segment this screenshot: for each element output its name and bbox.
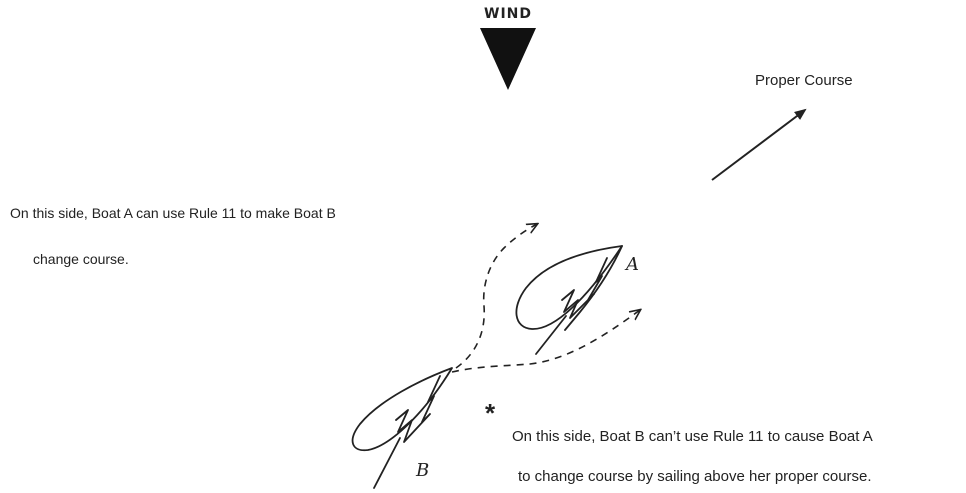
proper-course-arrow (712, 110, 805, 180)
left-note-line-1: On this side, Boat A can use Rule 11 to … (10, 204, 336, 222)
wind-arrow-icon (480, 28, 536, 90)
boat-b-label: B (416, 460, 429, 481)
right-note-line-1: On this side, Boat B can’t use Rule 11 t… (512, 428, 873, 446)
boat-a-icon (516, 246, 622, 354)
boat-a-label: A (626, 254, 639, 275)
dashed-path-upper (456, 224, 537, 368)
wind-label: WIND (484, 6, 532, 22)
asterisk-marker: * (485, 400, 495, 426)
proper-course-label: Proper Course (755, 72, 853, 90)
boat-b-icon (353, 368, 452, 488)
left-note-line-2: change course. (33, 250, 129, 268)
right-note-line-2: to change course by sailing above her pr… (518, 468, 872, 486)
